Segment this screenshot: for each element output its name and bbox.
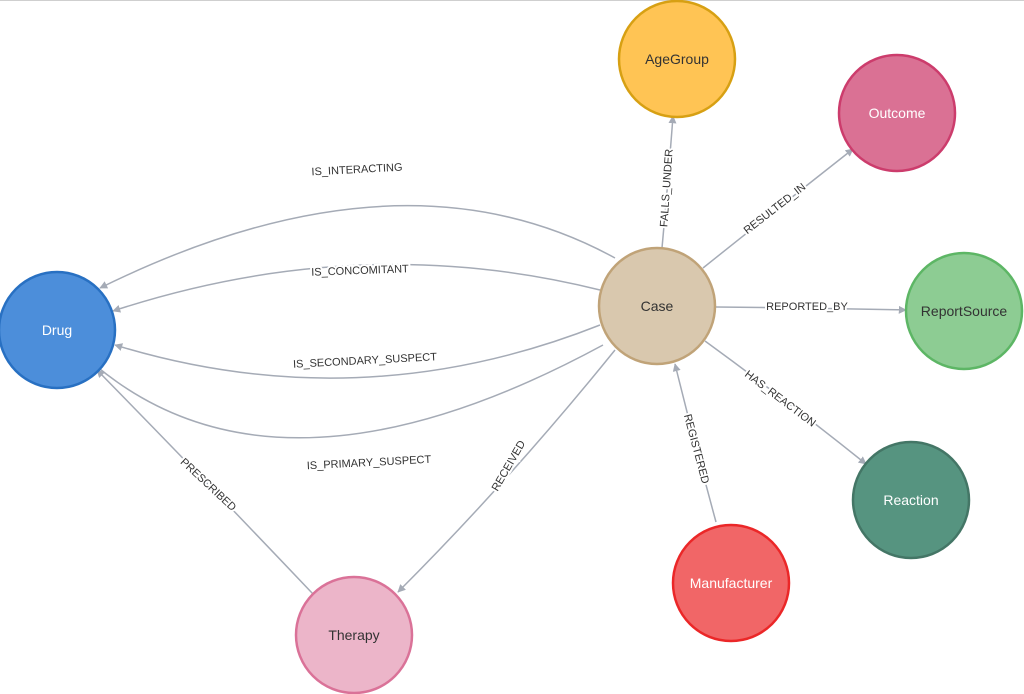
relationship-line[interactable] xyxy=(114,324,601,379)
relationship-prescribed[interactable]: PRESCRIBED xyxy=(96,369,314,595)
node-circle[interactable] xyxy=(617,0,737,119)
relationship-registered[interactable]: REGISTERED xyxy=(672,363,717,523)
node-circle[interactable] xyxy=(597,246,717,366)
relationship-resulted-in[interactable]: RESULTED_IN xyxy=(702,148,854,269)
relationship-label-is-secondary-suspect: IS_SECONDARY_SUSPECT xyxy=(293,351,438,371)
relationship-label-received: RECEIVED xyxy=(490,439,529,494)
relationship-line[interactable] xyxy=(702,148,854,269)
relationship-label-is-primary-suspect: IS_PRIMARY_SUSPECT xyxy=(307,454,432,473)
node-label-therapy: Therapy xyxy=(328,627,379,643)
relationship-received[interactable]: RECEIVED xyxy=(397,349,616,593)
relationship-line[interactable] xyxy=(661,115,677,249)
relationship-label-has-reaction: HAS_REACTION xyxy=(742,368,818,429)
relationship-line[interactable] xyxy=(715,305,907,314)
node-circle[interactable] xyxy=(671,523,791,643)
relationship-label-falls-under: FALLS_UNDER xyxy=(658,149,675,228)
relationship-label-prescribed: PRESCRIBED xyxy=(178,456,239,514)
relationship-label-is-interacting: IS_INTERACTING xyxy=(311,162,403,179)
node-reaction[interactable]: Reaction xyxy=(851,440,971,560)
node-drug[interactable]: Drug xyxy=(0,270,117,390)
top-border xyxy=(0,0,1024,1)
relationship-reported-by[interactable]: REPORTED_BY xyxy=(715,299,907,315)
relationship-line[interactable] xyxy=(704,340,867,465)
relationship-line[interactable] xyxy=(112,263,601,313)
relationship-label-registered: REGISTERED xyxy=(681,413,711,485)
node-label-agegroup: AgeGroup xyxy=(645,51,709,67)
node-label-drug: Drug xyxy=(42,322,72,338)
node-label-reaction: Reaction xyxy=(883,492,938,508)
relationship-line[interactable] xyxy=(99,204,616,289)
relationship-line[interactable] xyxy=(672,363,717,523)
relationship-label-resulted-in: RESULTED_IN xyxy=(742,181,809,237)
relationships-layer: IS_INTERACTING IS_CONCOMITANT IS_SECONDARY… xyxy=(94,115,907,595)
node-outcome[interactable]: Outcome xyxy=(837,53,957,173)
node-circle[interactable] xyxy=(837,53,957,173)
relationship-line[interactable] xyxy=(96,369,314,595)
node-manufacturer[interactable]: Manufacturer xyxy=(671,523,791,643)
node-agegroup[interactable]: AgeGroup xyxy=(617,0,737,119)
node-label-outcome: Outcome xyxy=(869,105,926,121)
relationship-label-is-concomitant: IS_CONCOMITANT xyxy=(311,263,409,278)
relationship-line[interactable] xyxy=(397,349,616,593)
node-circle[interactable] xyxy=(851,440,971,560)
relationship-label-reported-by: REPORTED_BY xyxy=(766,301,848,313)
relationship-is-concomitant[interactable]: IS_CONCOMITANT xyxy=(112,261,601,313)
node-therapy[interactable]: Therapy xyxy=(294,575,414,694)
node-case[interactable]: Case xyxy=(597,246,717,366)
node-circle[interactable] xyxy=(294,575,414,694)
node-circle[interactable] xyxy=(0,270,117,390)
relationship-line[interactable] xyxy=(94,344,604,439)
node-label-case: Case xyxy=(641,298,674,314)
node-label-reportsource: ReportSource xyxy=(921,303,1008,319)
node-reportsource[interactable]: ReportSource xyxy=(904,251,1024,371)
relationship-falls-under[interactable]: FALLS_UNDER xyxy=(656,115,678,249)
node-label-manufacturer: Manufacturer xyxy=(690,575,773,591)
node-circle[interactable] xyxy=(904,251,1024,371)
relationship-has-reaction[interactable]: HAS_REACTION xyxy=(704,340,867,465)
relationship-is-secondary-suspect[interactable]: IS_SECONDARY_SUSPECT xyxy=(114,324,601,379)
